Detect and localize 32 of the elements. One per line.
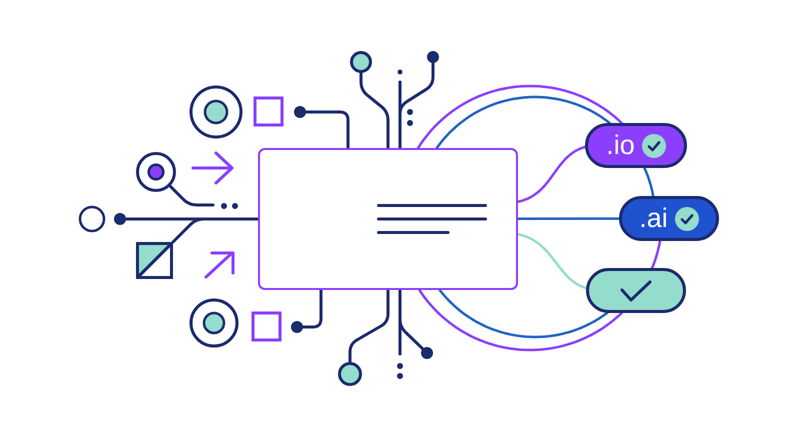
domain-text: .ai: [639, 205, 668, 232]
ring-arc: [416, 84, 623, 150]
connector-dot: [421, 347, 433, 359]
website-card: [258, 148, 518, 290]
connector-dot: [114, 213, 126, 225]
ring-arc: [643, 166, 654, 198]
ring-arc: [436, 96, 611, 150]
connector-circle: [350, 51, 372, 73]
circuit-line: [302, 288, 322, 328]
circuit-line: [168, 184, 214, 206]
status-pill: [586, 268, 686, 313]
connector-dot: [291, 321, 303, 333]
domain-text: .io: [606, 132, 635, 159]
circuit-line: [398, 80, 402, 150]
connector-dot: [427, 51, 439, 63]
ring-arc: [438, 288, 608, 338]
split-square: [136, 242, 173, 279]
circuit-line: [398, 288, 402, 356]
circuit-line: [348, 288, 390, 364]
connector-curve: [516, 146, 586, 203]
ring-arc: [418, 288, 623, 352]
circuit-line: [172, 218, 260, 244]
domain-pill: [619, 196, 719, 241]
connector-circle: [338, 362, 362, 386]
circuit-line: [304, 110, 350, 150]
connector-dot: [294, 106, 306, 118]
domain-pill: [585, 123, 687, 168]
ring-node: [136, 152, 176, 192]
ring-arc: [650, 240, 662, 270]
circuit-line: [360, 72, 390, 150]
connector-line: [516, 217, 620, 220]
connector-curve: [516, 233, 588, 290]
